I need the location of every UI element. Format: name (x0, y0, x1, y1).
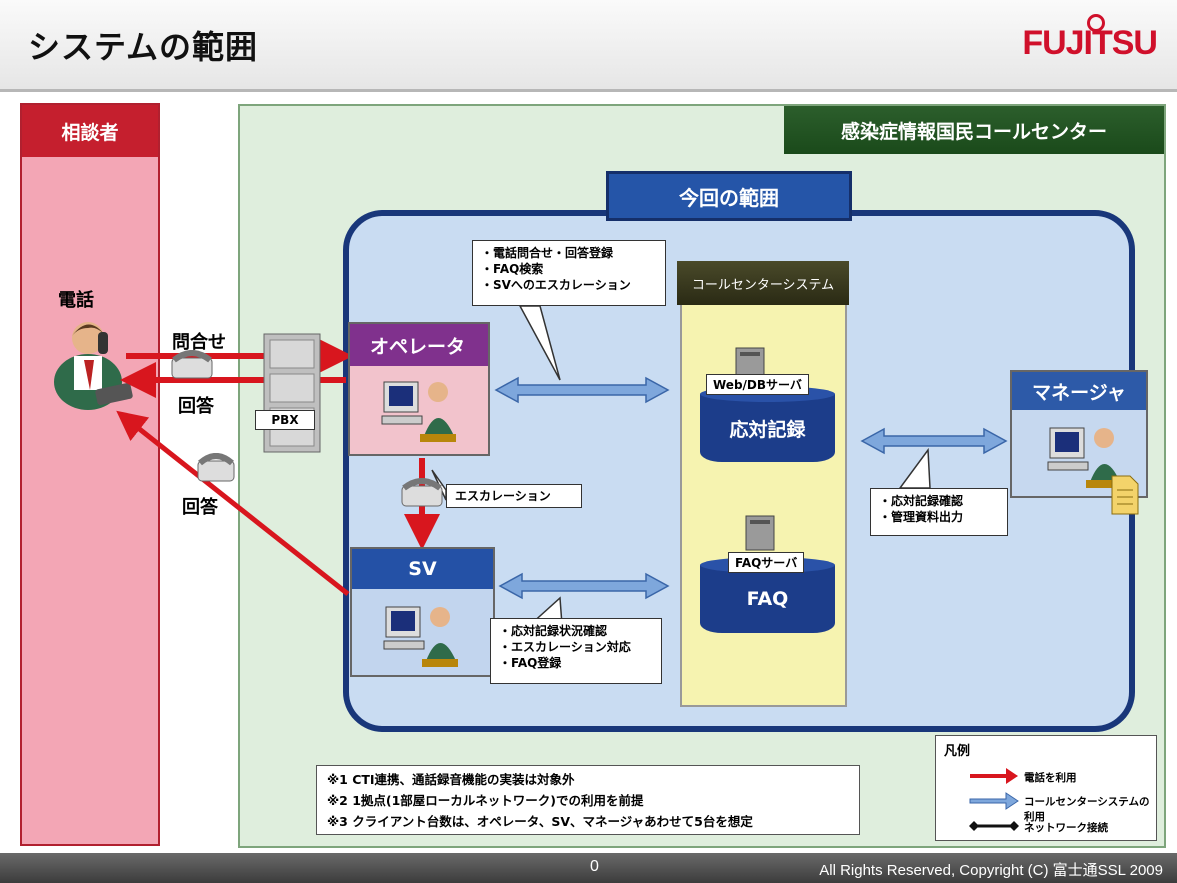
manager-workstation-icon (1047, 427, 1122, 488)
sv-callout: ・応対記録状況確認 ・エスカレーション対応 ・FAQ登録 (490, 618, 662, 684)
inquiry-label: 問合せ (172, 332, 226, 353)
phone-icon-escalation (401, 478, 443, 507)
operator-callout: ・電話問合せ・回答登録 ・FAQ検索 ・SVへのエスカレーション (472, 240, 666, 306)
page-number: 0 (590, 858, 599, 875)
manager-system-arrow (860, 427, 1008, 455)
consultant-header: 相談者 (22, 105, 158, 157)
operator-callout-line: ・FAQ検索 (481, 262, 544, 276)
footer-bar: 0 All Rights Reserved, Copyright (C) 富士通… (0, 853, 1177, 883)
call-center-system-header: コールセンターシステム (677, 261, 849, 305)
faq-server-icon (745, 515, 775, 551)
legend-network-node-icon (1009, 821, 1019, 831)
call-center-header: 感染症情報国民コールセンター (784, 106, 1164, 154)
manager-header: マネージャ (1012, 372, 1146, 410)
sv-callout-line: ・FAQ登録 (499, 656, 562, 670)
web-db-server-label: Web/DBサーバ (706, 374, 809, 395)
operator-callout-pointer (518, 305, 561, 381)
manager-callout-line: ・応対記録確認 (879, 494, 964, 508)
document-icon (1111, 475, 1139, 515)
sv-callout-line: ・エスカレーション対応 (499, 640, 631, 654)
legend-network-node-icon (969, 821, 979, 831)
faq-db-label: FAQ (746, 588, 789, 610)
operator-callout-line: ・電話問合せ・回答登録 (481, 246, 614, 260)
note-line: ※3 クライアント台数は、オペレータ、SV、マネージャあわせて5台を想定 (327, 814, 753, 829)
legend-box: 凡例 電話を利用 コールセンターシステムの利用 ネットワーク接続 (935, 735, 1157, 841)
legend-title: 凡例 (944, 744, 971, 759)
manager-box: マネージャ (1010, 370, 1148, 498)
legend-phone-arrow-icon (970, 768, 1018, 784)
escalation-label: エスカレーション (446, 484, 582, 508)
faq-db: FAQ (700, 557, 835, 633)
scope-header: 今回の範囲 (606, 171, 852, 221)
sv-answer-arrow (116, 410, 350, 596)
manager-callout: ・応対記録確認 ・管理資料出力 (870, 488, 1008, 536)
note-line: ※1 CTI連携、通話録音機能の実装は対象外 (327, 772, 575, 787)
caller-person-icon (54, 322, 133, 410)
pbx-cabinet-icon (263, 333, 321, 453)
logo-ring-icon (1087, 14, 1105, 32)
operator-workstation-icon (381, 381, 456, 442)
legend-system-arrow-icon (969, 792, 1019, 810)
response-record-db-label: 応対記録 (729, 418, 806, 441)
sv-workstation-icon (383, 606, 458, 667)
fujitsu-logo: FUJITSU (1022, 24, 1158, 62)
phone-icon (171, 350, 213, 379)
operator-system-arrow (494, 376, 670, 404)
legend-item: ネットワーク接続 (1024, 822, 1108, 834)
sv-header: SV (352, 549, 493, 589)
legend-symbols (969, 768, 1019, 831)
legend-item: コールセンターシステムの利用 (1024, 796, 1150, 823)
note-line: ※2 1拠点(1部屋ローカルネットワーク)での利用を前提 (327, 793, 644, 808)
legend-item: 電話を利用 (1024, 772, 1077, 784)
manager-callout-line: ・管理資料出力 (879, 510, 964, 524)
manager-callout-pointer (898, 447, 931, 489)
phone-icon-answer (197, 453, 235, 482)
sv-callout-line: ・応対記録状況確認 (499, 624, 608, 638)
sv-system-arrow (498, 572, 670, 600)
answer-label: 回答 (178, 396, 214, 417)
faq-server-label: FAQサーバ (728, 552, 805, 573)
pbx-label: PBX (255, 410, 315, 430)
operator-box: オペレータ (348, 322, 490, 456)
phone-label: 電話 (58, 290, 94, 311)
operator-callout-line: ・SVへのエスカレーション (481, 278, 631, 292)
notes-box: ※1 CTI連携、通話録音機能の実装は対象外 ※2 1拠点(1部屋ローカルネット… (316, 765, 860, 835)
consultant-panel: 相談者 (20, 103, 160, 846)
operator-header: オペレータ (350, 324, 488, 366)
title-bar: システムの範囲 FUJITSU (0, 0, 1177, 92)
answer-label-2: 回答 (182, 497, 218, 518)
page-title: システムの範囲 (28, 28, 259, 66)
response-record-db: 応対記録 (700, 386, 835, 462)
sv-box: SV (350, 547, 495, 677)
copyright-text: All Rights Reserved, Copyright (C) 富士通SS… (819, 862, 1163, 879)
